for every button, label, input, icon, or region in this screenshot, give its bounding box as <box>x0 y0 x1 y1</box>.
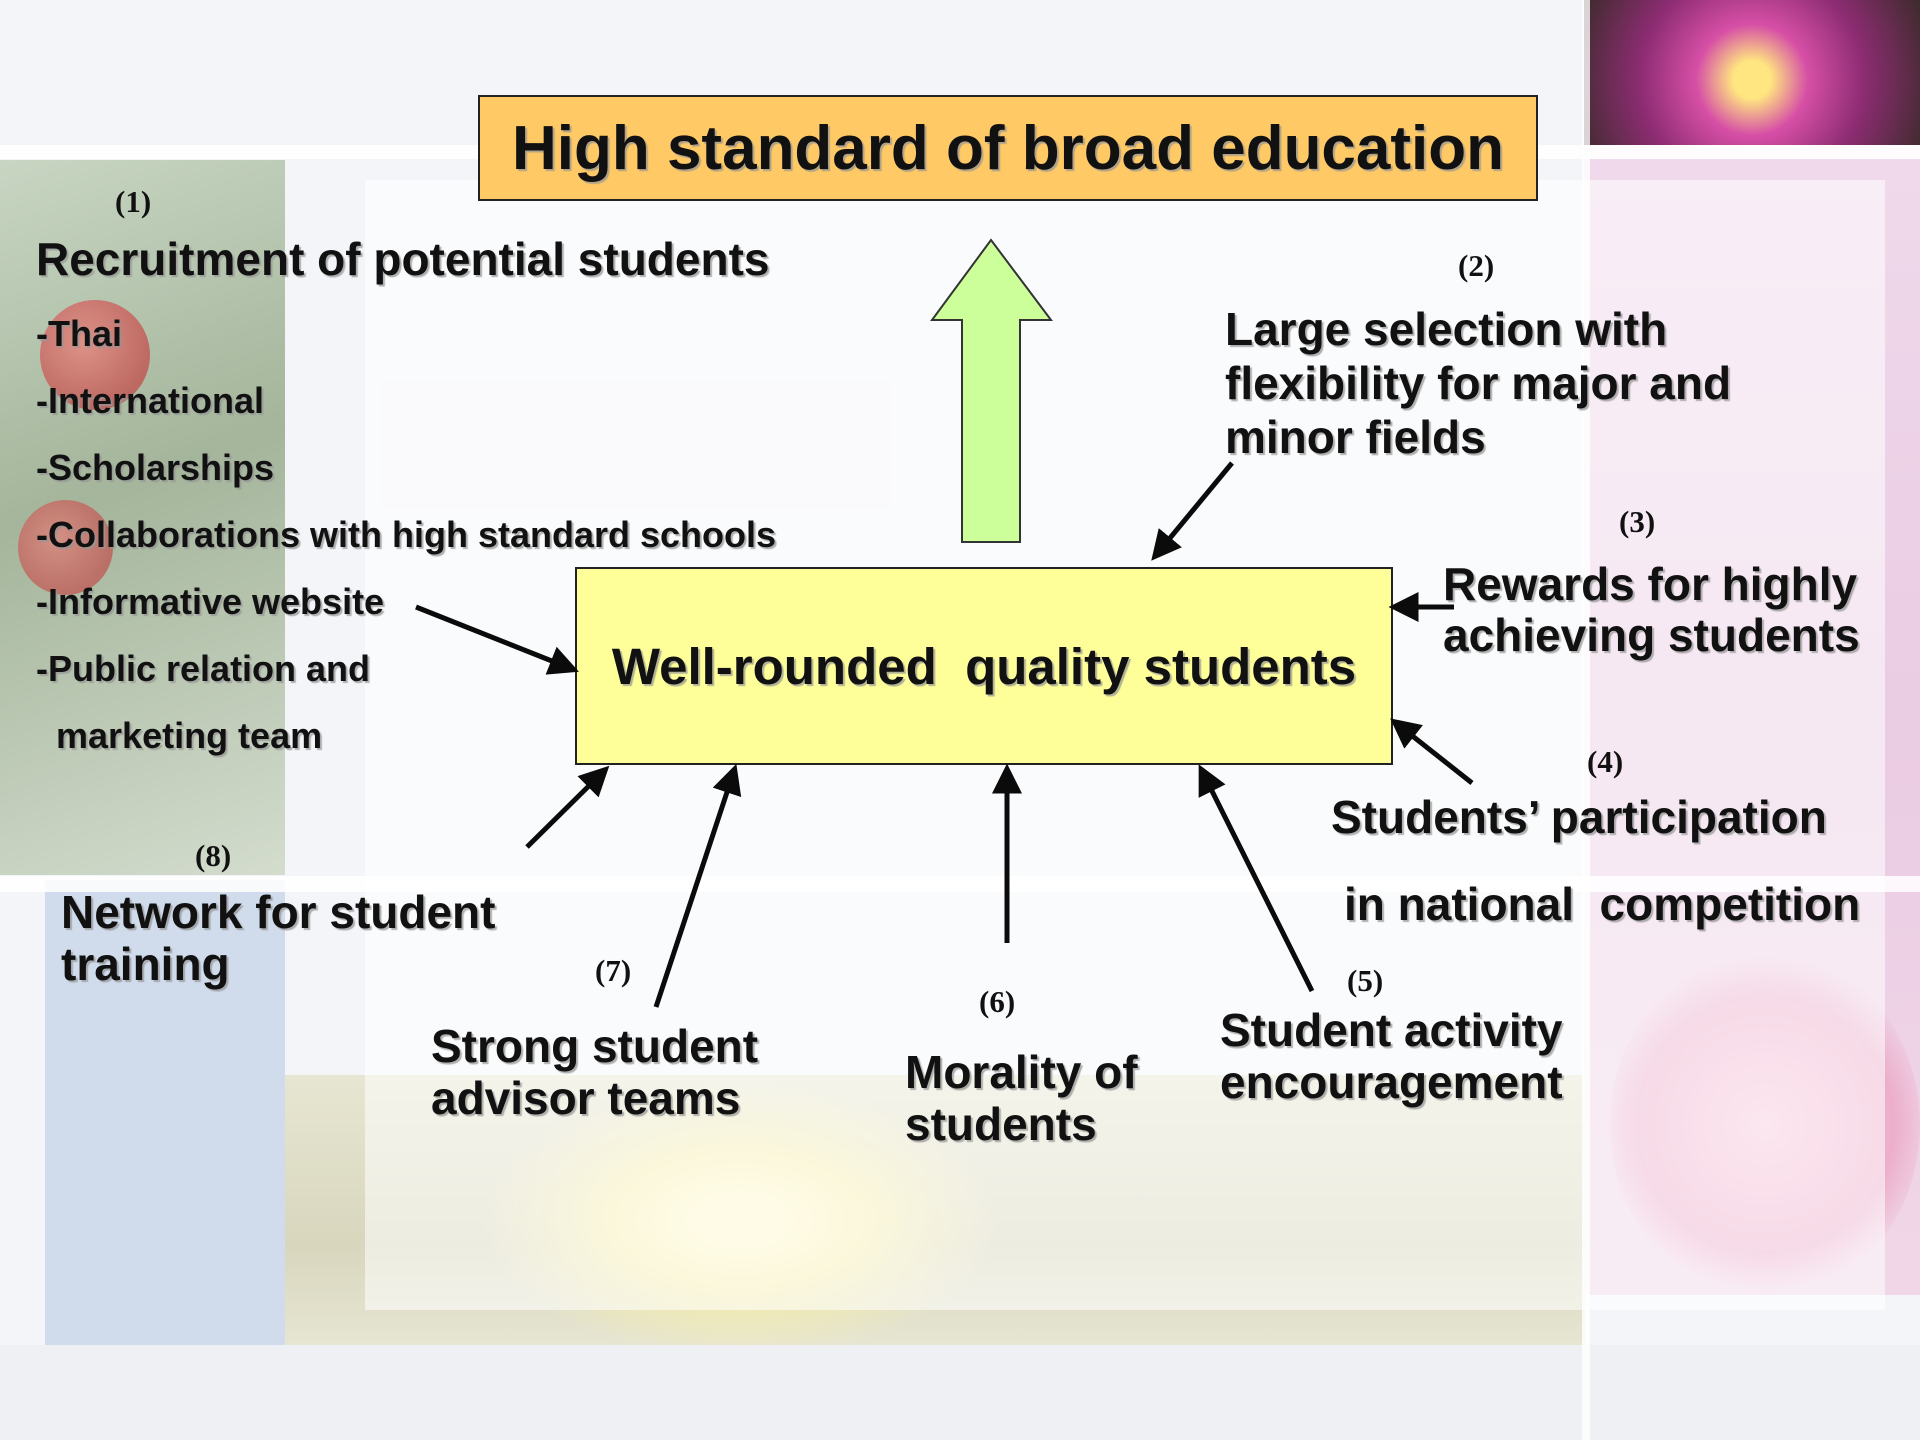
center-box: Well-rounded quality students <box>575 567 1393 765</box>
factor-4-number: (4) <box>1587 744 1624 779</box>
factor-2-text: Large selection with flexibility for maj… <box>1225 303 1732 463</box>
factor-6-number: (6) <box>979 984 1016 1019</box>
arrow-from-factor-8 <box>525 765 610 849</box>
factor-7-number: (7) <box>595 953 632 988</box>
factor-1-item: -International <box>36 380 265 421</box>
factor-1-item: -Informative website <box>36 581 385 622</box>
arrow-from-factor-5 <box>1198 764 1315 993</box>
factor-1-item: -Thai <box>36 313 122 354</box>
factor-3-number: (3) <box>1619 504 1656 539</box>
arrow-from-factor-1 <box>415 604 579 675</box>
factor-4-line2: in national competition <box>1344 878 1861 930</box>
arrow-from-factor-7 <box>653 763 742 1008</box>
factor-1-item: marketing team <box>36 715 323 756</box>
factor-4-line1: Students’ participation <box>1331 791 1827 843</box>
factor-3-text: Rewards for highly achieving students <box>1443 558 1860 661</box>
factor-5-text: Student activity encouragement <box>1220 1004 1563 1108</box>
factor-1-item: -Scholarships <box>36 447 275 488</box>
goal-label: High standard of broad education <box>511 113 1505 183</box>
background-flower-top-right <box>1584 0 1920 145</box>
factor-8-text: Network for student training <box>61 886 496 990</box>
background-cherry-2 <box>18 500 113 595</box>
factor-1-item: -Public relation and <box>36 648 371 689</box>
background-panel-bottom <box>0 1345 1920 1440</box>
big-up-arrow <box>930 238 1053 543</box>
factor-8-number: (8) <box>195 838 232 873</box>
goal-box: High standard of broad education <box>478 95 1538 201</box>
factor-7-text: Strong student advisor teams <box>431 1020 759 1124</box>
factor-1-title: Recruitment of potential students <box>36 233 770 285</box>
background-cherry-1 <box>40 300 150 410</box>
background-stripe-middle <box>0 876 1920 892</box>
factor-1-number: (1) <box>115 184 152 219</box>
factor-6-text: Morality of students <box>905 1046 1138 1150</box>
factor-5-number: (5) <box>1347 963 1384 998</box>
background-stripe-vertical <box>1582 0 1590 1440</box>
arrow-from-factor-4 <box>1390 718 1474 785</box>
factor-2-number: (2) <box>1458 248 1495 283</box>
center-label: Well-rounded quality students <box>611 637 1357 695</box>
arrow-from-factor-2 <box>1151 461 1234 561</box>
background-panel-bottom-left <box>45 880 285 1350</box>
factor-1-item: -Collaborations with high standard schoo… <box>36 514 777 555</box>
